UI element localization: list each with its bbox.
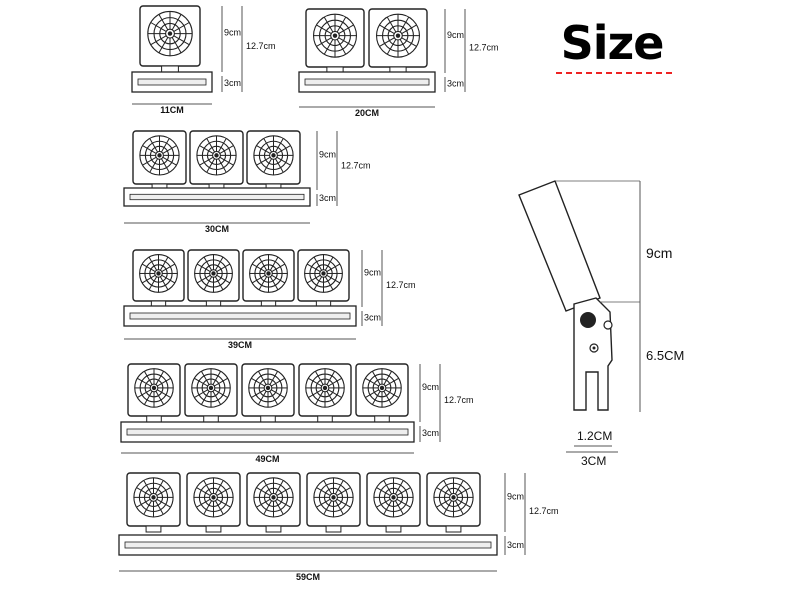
fan-icon (297, 249, 350, 308)
screw-center (592, 346, 596, 350)
base-height-label: 3cm (507, 540, 524, 550)
width-label: 59CM (296, 572, 320, 582)
fan-icon (366, 472, 421, 533)
title-underline (556, 72, 672, 74)
base-height-label: 3cm (364, 312, 381, 322)
fan-icon (187, 249, 240, 308)
rail-slot (126, 428, 409, 436)
total-height-label: 12.7cm (529, 506, 559, 516)
total-height-label: 12.7cm (341, 161, 371, 171)
fan-icon (426, 472, 481, 533)
fan-icon (126, 472, 181, 533)
total-height-label: 12.7cm (469, 43, 499, 53)
screw-hole (603, 320, 613, 330)
total-height-label: 12.7cm (386, 280, 416, 290)
size-title: Size (560, 16, 665, 70)
fan-height-label: 9cm (422, 382, 439, 392)
width-label: 30CM (205, 224, 229, 234)
fan-icon (305, 8, 365, 74)
fan-icon (306, 472, 361, 533)
rail-slot (137, 78, 207, 86)
fan-icon (127, 363, 181, 423)
fan-icon (132, 130, 187, 191)
width-label: 49CM (255, 454, 279, 464)
fan-icon (139, 5, 201, 73)
fan-icon (241, 363, 295, 423)
bracket-width-label: 3CM (581, 454, 606, 468)
fan-unit-1: 9cm 12.7cm 3cm 11CM (131, 5, 276, 115)
pivot-knob (580, 312, 596, 328)
fan-height-label: 9cm (507, 492, 524, 502)
fan-icon (186, 472, 241, 533)
fan-icon (184, 363, 238, 423)
fan-height-label: 9cm (364, 268, 381, 278)
base-height-label: 3cm (447, 78, 464, 88)
fan-unit-4: 9cm 12.7cm 3cm 39CM (123, 249, 416, 350)
side-view: 9cm 6.5CM 1.2CM 3CM (518, 180, 684, 468)
fan-height-label: 9cm (224, 28, 241, 38)
base-height-label: 3cm (422, 428, 439, 438)
fan-icon (298, 363, 352, 423)
rail-slot (124, 541, 492, 549)
base-height-label: 3cm (224, 78, 241, 88)
side-bracket-height-label: 6.5CM (646, 348, 684, 363)
total-height-label: 12.7cm (246, 41, 276, 51)
fan-icon (368, 8, 428, 74)
total-height-label: 12.7cm (444, 395, 474, 405)
fan-icon (189, 130, 244, 191)
fan-icon (355, 363, 409, 423)
base-height-label: 3cm (319, 193, 336, 203)
slot-width-label: 1.2CM (577, 429, 612, 443)
fan-icon (132, 249, 185, 308)
fan-icon (246, 472, 301, 533)
width-label: 20CM (355, 108, 379, 118)
fan-side-panel (518, 180, 601, 312)
rail-slot (304, 78, 430, 86)
width-label: 39CM (228, 340, 252, 350)
fan-unit-2: 9cm 12.7cm 3cm 20CM (298, 8, 499, 118)
fan-unit-3: 9cm 12.7cm 3cm 30CM (123, 130, 371, 234)
side-fan-height-label: 9cm (646, 245, 672, 261)
fan-height-label: 9cm (447, 30, 464, 40)
fan-unit-5: 9cm 12.7cm 3cm 49CM (120, 363, 474, 464)
fan-unit-6: 9cm 12.7cm 3cm 59CM (118, 472, 559, 582)
width-label: 11CM (160, 105, 184, 115)
rail-slot (129, 193, 305, 201)
rail-slot (129, 312, 351, 320)
fan-icon (246, 130, 301, 191)
fan-height-label: 9cm (319, 150, 336, 160)
fan-icon (242, 249, 295, 308)
